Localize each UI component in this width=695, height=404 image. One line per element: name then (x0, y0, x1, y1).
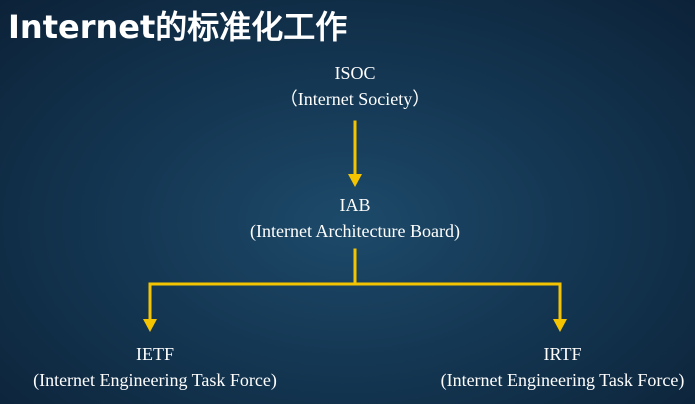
node-iab: IAB (Internet Architecture Board) (205, 192, 505, 244)
irtf-fullname: (Internet Engineering Task Force) (440, 370, 685, 390)
slide-title: Internet的标准化工作 (8, 8, 348, 46)
arrowhead-ietf (143, 319, 157, 332)
arrowhead-irtf (553, 319, 567, 332)
node-isoc: ISOC （Internet Society） (255, 60, 455, 112)
ietf-fullname: (Internet Engineering Task Force) (33, 370, 277, 390)
arrowhead-iab (348, 174, 362, 187)
isoc-fullname: （Internet Society） (279, 89, 431, 109)
iab-fullname: (Internet Architecture Board) (250, 221, 460, 241)
isoc-abbr: ISOC (334, 63, 376, 83)
node-ietf: IETF (Internet Engineering Task Force) (10, 341, 300, 393)
node-irtf: IRTF (Internet Engineering Task Force) (430, 341, 695, 393)
irtf-abbr: IRTF (543, 344, 582, 364)
ietf-abbr: IETF (136, 344, 174, 364)
iab-abbr: IAB (339, 195, 371, 215)
